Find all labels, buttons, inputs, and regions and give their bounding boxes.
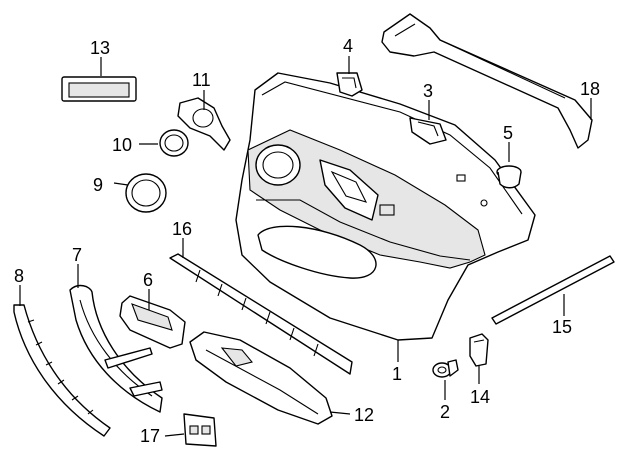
part-14-clip[interactable] xyxy=(469,333,489,367)
part-5-grommet[interactable] xyxy=(496,165,522,189)
part-7-pull-handle[interactable] xyxy=(69,284,163,413)
callout-15: 15 xyxy=(552,317,572,337)
part-8-trim-strip[interactable] xyxy=(13,304,111,437)
callout-3: 3 xyxy=(423,81,433,101)
part-9-speaker-ring[interactable] xyxy=(125,173,167,213)
part-3-clip[interactable] xyxy=(409,117,447,145)
callout-2: 2 xyxy=(440,402,450,422)
callout-7: 7 xyxy=(72,245,82,265)
callout-8: 8 xyxy=(14,266,24,286)
callout-9: 9 xyxy=(93,175,103,195)
callout-18: 18 xyxy=(580,79,600,99)
callout-1: 1 xyxy=(392,364,402,384)
part-1-door-trim-panel[interactable] xyxy=(235,72,536,341)
part-12-armrest-panel[interactable] xyxy=(189,331,333,425)
part-10-small-ring[interactable] xyxy=(159,129,189,157)
part-18-handle-carrier[interactable] xyxy=(381,13,593,149)
part-11-tweeter-bracket[interactable] xyxy=(177,97,231,151)
callout-14: 14 xyxy=(470,387,490,407)
part-17-window-switch[interactable] xyxy=(183,413,217,447)
part-15-weatherstrip[interactable] xyxy=(491,255,615,325)
callout-12: 12 xyxy=(354,405,374,425)
callout-6: 6 xyxy=(143,270,153,290)
callout-10: 10 xyxy=(112,135,132,155)
callout-16: 16 xyxy=(172,219,192,239)
callout-11: 11 xyxy=(192,70,211,90)
callout-labels: 1 2 3 4 5 6 7 8 9 10 11 12 13 14 15 16 1… xyxy=(14,36,600,446)
callout-5: 5 xyxy=(503,123,513,143)
part-6-handle-bezel[interactable] xyxy=(119,295,186,349)
part-13-cover-plate[interactable] xyxy=(61,76,137,102)
callout-4: 4 xyxy=(343,36,353,56)
leader-lines xyxy=(19,56,592,437)
callout-13: 13 xyxy=(90,38,110,58)
part-4-retainer-clip[interactable] xyxy=(336,72,363,97)
part-16-belt-molding[interactable] xyxy=(169,253,353,375)
callout-17: 17 xyxy=(140,426,160,446)
part-2-fastener[interactable] xyxy=(432,359,459,378)
